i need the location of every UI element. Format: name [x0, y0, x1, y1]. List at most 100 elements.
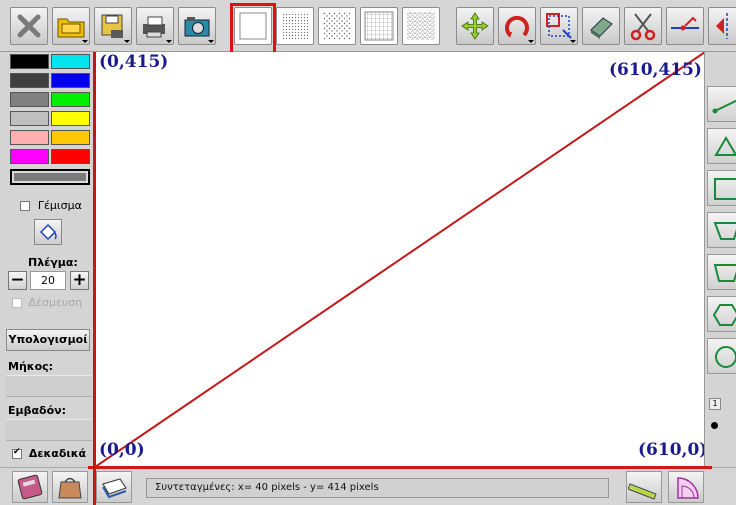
inverted-trapezoid-tool[interactable] — [707, 254, 736, 290]
fill-label: Γέμισμα — [37, 199, 82, 212]
stack-papers-icon — [102, 478, 127, 499]
status-bar: Συντεταγμένες: x= 40 pixels - y= 414 pix… — [0, 467, 736, 505]
scissors-icon — [630, 13, 656, 41]
inverted-trapezoid-icon — [713, 264, 736, 282]
ruler-button[interactable] — [626, 471, 662, 503]
shapes-bag-icon — [58, 477, 82, 499]
fill-bucket-button[interactable] — [34, 219, 62, 245]
circle-tool[interactable] — [707, 338, 736, 374]
color-swatch[interactable] — [51, 73, 90, 88]
save-disk-icon — [101, 14, 123, 38]
open-folder-icon — [57, 18, 85, 38]
color-swatch[interactable] — [51, 111, 90, 126]
point-style-dot[interactable] — [711, 422, 718, 429]
diagonal-line[interactable] — [95, 52, 705, 467]
segment-icon — [712, 99, 736, 114]
grid-offset-dots-button[interactable] — [318, 7, 356, 45]
square-grid-icon — [364, 11, 394, 41]
grid-decrease-button[interactable]: − — [8, 271, 27, 290]
decimals-checkbox[interactable]: ✔ — [12, 447, 22, 459]
coord-label-bottom-left: (0,0) — [99, 440, 145, 460]
calculator-button[interactable] — [12, 471, 48, 503]
protractor-button[interactable] — [668, 471, 704, 503]
camera-button[interactable] — [178, 7, 216, 45]
decimals-label: Δεκαδικά — [28, 447, 87, 460]
color-swatch[interactable] — [10, 111, 49, 126]
small-option-1[interactable]: 1 — [709, 398, 721, 410]
color-swatch[interactable] — [51, 54, 90, 69]
point-on-line-button[interactable] — [666, 7, 704, 45]
move-arrows-icon — [461, 12, 489, 40]
color-swatch[interactable] — [10, 130, 49, 145]
rotate-button[interactable] — [498, 7, 536, 45]
grid-label: Πλέγμα: — [28, 256, 78, 269]
grid-triangle-button[interactable] — [402, 7, 440, 45]
toolbar — [0, 0, 736, 62]
rectangle-tool[interactable] — [707, 170, 736, 206]
color-swatch[interactable] — [10, 92, 49, 107]
close-button[interactable] — [10, 7, 48, 45]
point-line-icon — [671, 16, 699, 31]
offset-dot-grid-icon — [323, 12, 351, 40]
save-button[interactable] — [94, 7, 132, 45]
blank-grid-icon — [239, 12, 267, 40]
trapezoid-tool[interactable] — [707, 212, 736, 248]
circle-icon — [715, 346, 736, 368]
shapes-bag-button[interactable] — [52, 471, 88, 503]
fill-bucket-icon — [39, 223, 57, 241]
resize-button[interactable] — [540, 7, 578, 45]
print-button[interactable] — [136, 7, 174, 45]
canvas-svg — [95, 52, 705, 467]
triangle-tool[interactable] — [707, 128, 736, 164]
triangle-grid-icon — [407, 12, 435, 40]
snap-option[interactable]: Δέσμευση — [12, 296, 82, 309]
color-swatch[interactable] — [51, 130, 90, 145]
color-swatch[interactable] — [10, 149, 49, 164]
area-label: Εμβαδόν: — [8, 404, 67, 417]
shape-tools-panel: 1 — [704, 52, 736, 467]
hexagon-tool[interactable] — [707, 296, 736, 332]
left-panel: Γέμισμα Πλέγμα: − 20 + Δέσμευση Υπολογισ… — [0, 52, 94, 467]
y-axis-marker — [93, 52, 96, 505]
length-readout — [6, 375, 92, 397]
area-readout — [6, 419, 92, 441]
snap-checkbox[interactable] — [12, 298, 22, 308]
length-label: Μήκος: — [8, 360, 54, 373]
fill-checkbox[interactable] — [20, 201, 30, 211]
resize-icon — [546, 13, 572, 39]
line-style-selector[interactable] — [10, 169, 90, 185]
color-swatch[interactable] — [51, 149, 90, 164]
calculator-icon — [17, 474, 43, 500]
rectangle-icon — [714, 178, 736, 200]
cut-button[interactable] — [624, 7, 662, 45]
reflect-button[interactable] — [708, 7, 736, 45]
trapezoid-icon — [713, 222, 736, 240]
grid-square-dots-button[interactable] — [276, 7, 314, 45]
decimals-option[interactable]: ✔ Δεκαδικά — [12, 447, 86, 460]
snap-label: Δέσμευση — [28, 296, 83, 309]
grid-increase-button[interactable]: + — [70, 271, 89, 290]
segment-tool[interactable] — [707, 86, 736, 122]
eraser-icon — [590, 17, 613, 39]
grid-none-button[interactable] — [234, 7, 272, 45]
coord-label-top-left: (0,415) — [99, 52, 169, 72]
triangle-icon — [714, 136, 736, 156]
calculations-button[interactable]: Υπολογισμοί — [6, 329, 90, 351]
open-button[interactable] — [52, 7, 90, 45]
grid-size-field[interactable]: 20 — [30, 271, 66, 290]
close-x-icon — [17, 14, 41, 38]
color-swatch[interactable] — [10, 54, 49, 69]
notes-button[interactable] — [96, 471, 132, 503]
fill-option[interactable]: Γέμισμα — [20, 199, 82, 212]
move-button[interactable] — [456, 7, 494, 45]
eraser-button[interactable] — [582, 7, 620, 45]
drawing-canvas[interactable]: (0,415) (610,415) (0,0) (610,0) — [94, 52, 707, 467]
color-swatch[interactable] — [10, 73, 49, 88]
camera-icon — [184, 17, 210, 37]
grid-square-button[interactable] — [360, 7, 398, 45]
x-axis-marker — [88, 466, 712, 469]
protractor-icon — [677, 477, 699, 499]
rotate-icon — [505, 15, 529, 38]
color-swatch[interactable] — [51, 92, 90, 107]
